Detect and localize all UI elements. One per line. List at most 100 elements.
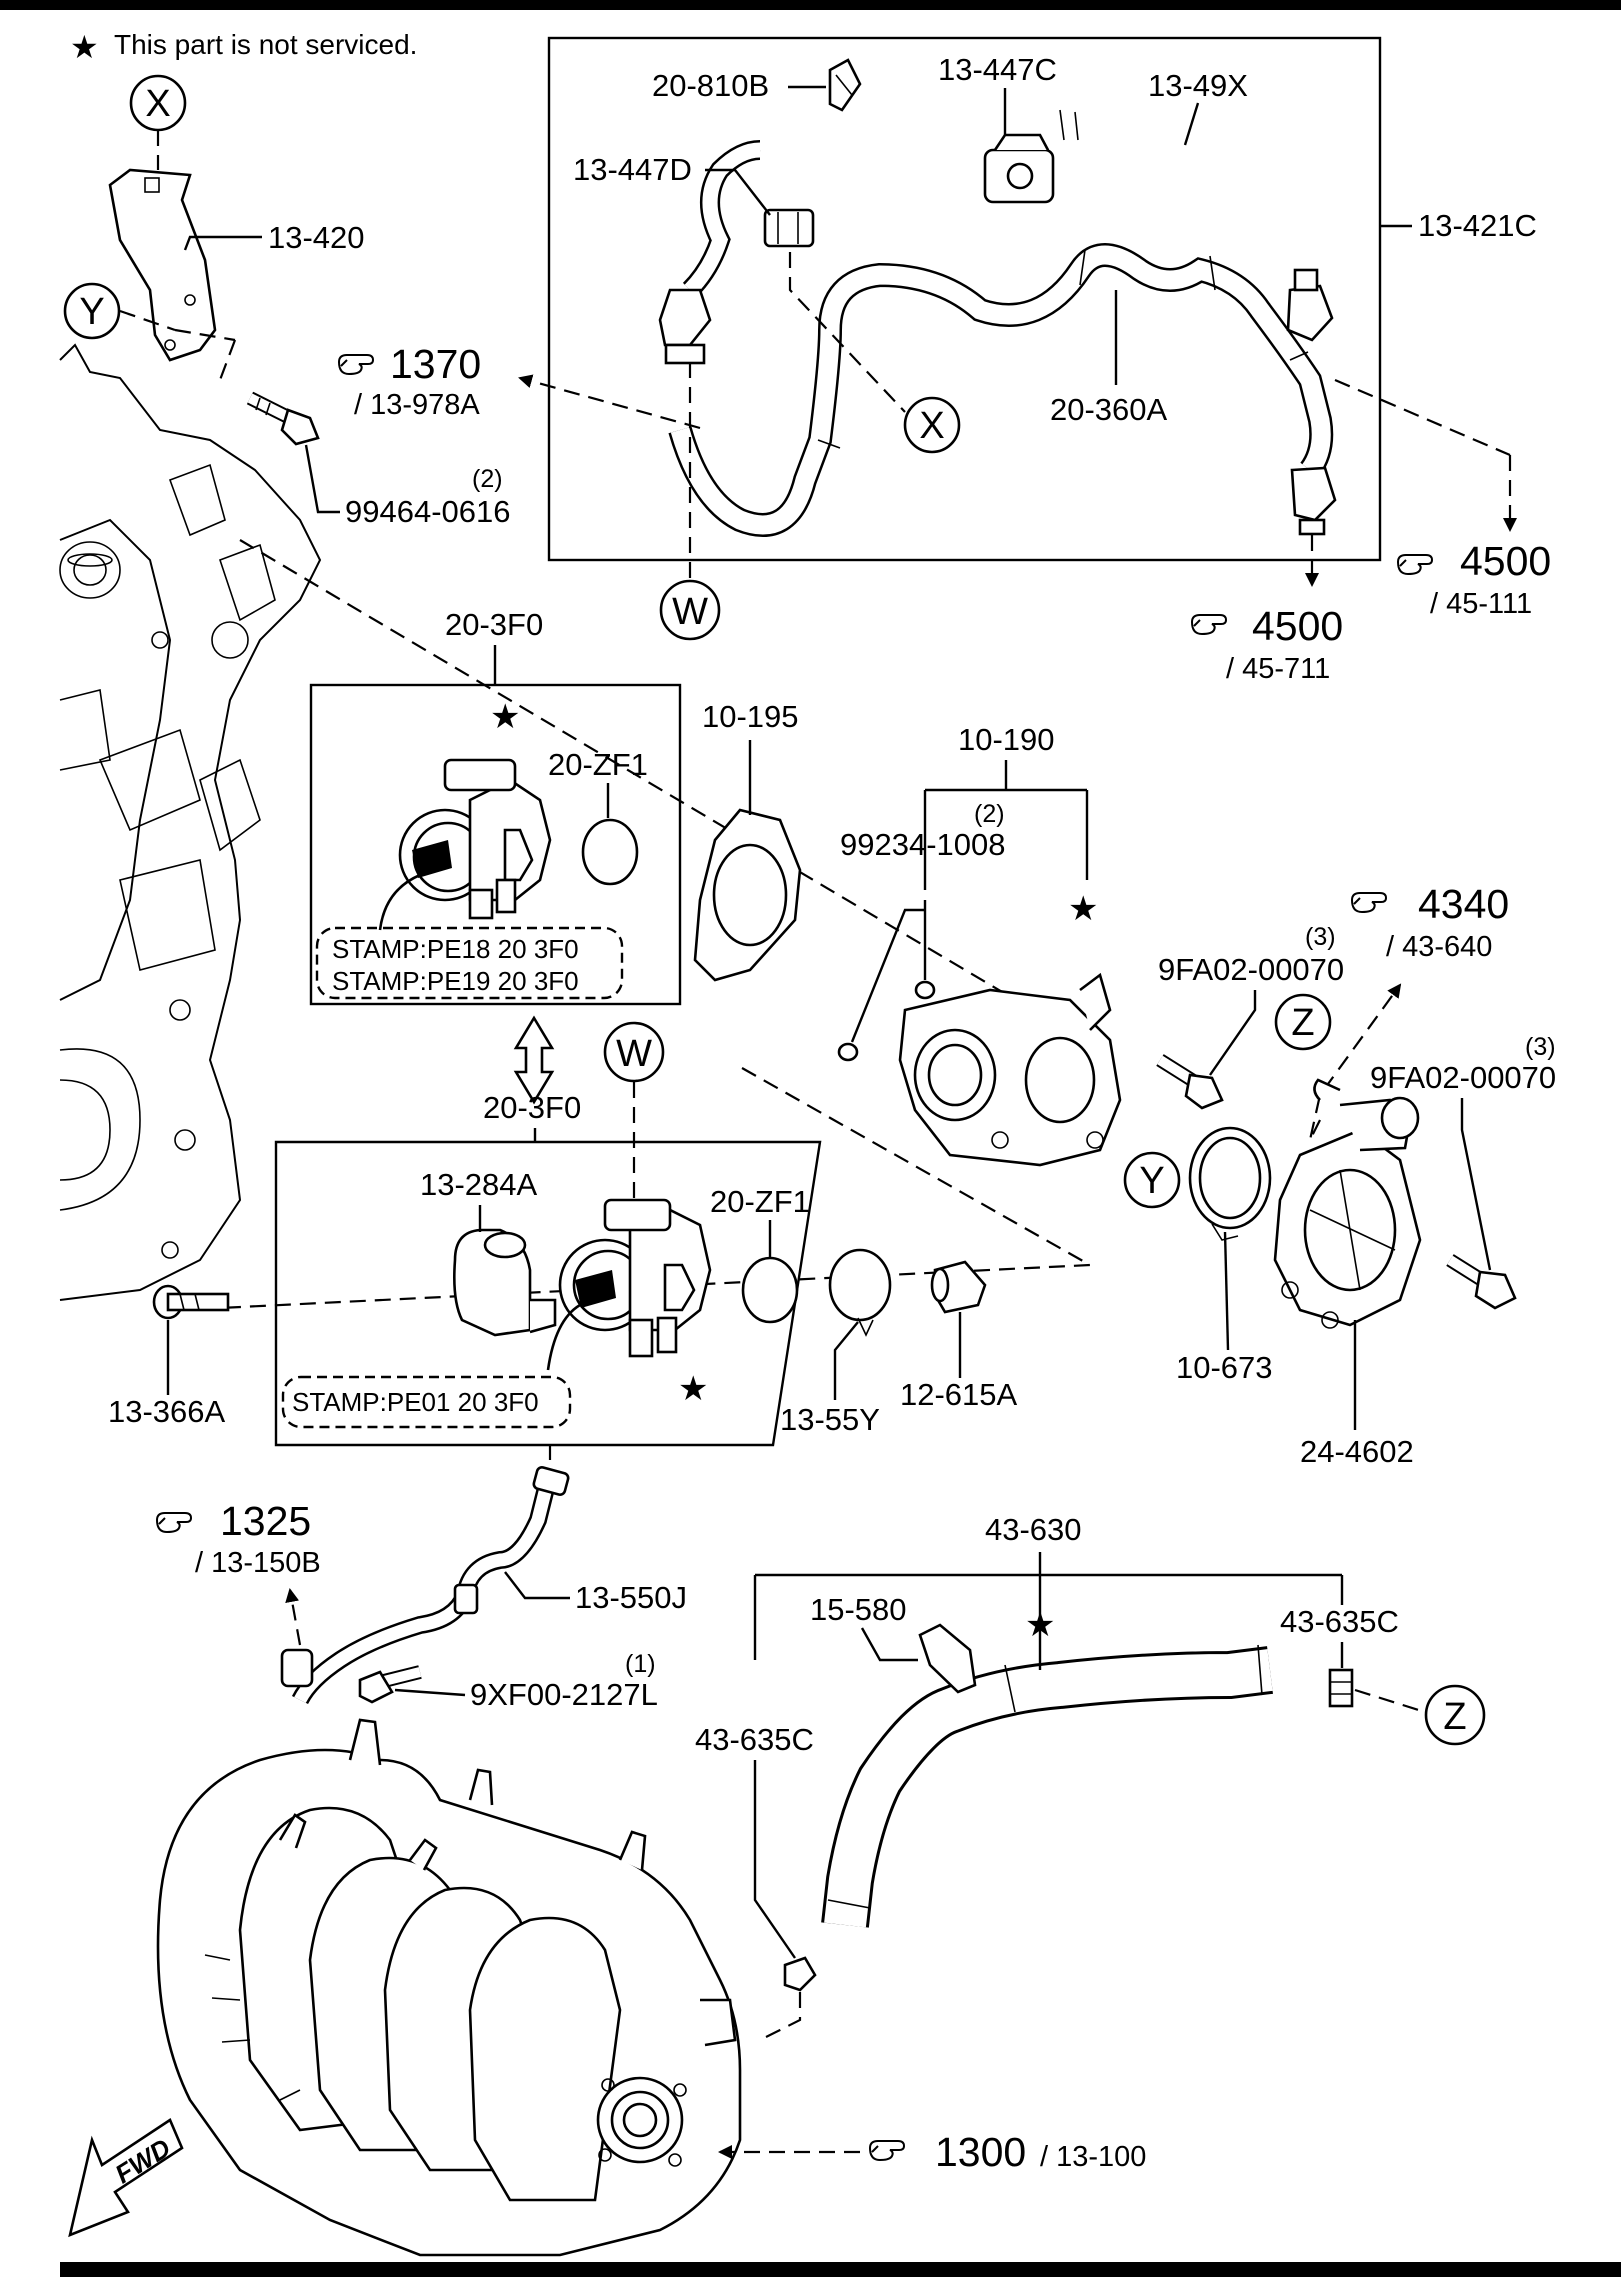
svg-text:9FA02-00070: 9FA02-00070 [1158, 952, 1344, 987]
label-20-3F0-bottom: 20-3F0 [483, 1090, 581, 1142]
star-icon: ★ [490, 698, 520, 736]
label-13-420: 13-420 [183, 220, 365, 255]
label-20-ZF1-top: 20-ZF1 [548, 747, 648, 818]
marker-z-bottom: Z [1354, 1684, 1486, 1746]
svg-text:/ 45-711: / 45-711 [1226, 653, 1330, 685]
bottom-border [60, 2262, 1621, 2277]
label-43-635C-right: 43-635C [1280, 1604, 1399, 1668]
fwd-arrow-icon: FWD [68, 2118, 184, 2238]
svg-text:43-635C: 43-635C [1280, 1604, 1399, 1639]
ref-1370: 1370 / 13-978A [338, 341, 701, 430]
svg-text:Z: Z [1291, 1002, 1314, 1044]
svg-text:20-810B: 20-810B [652, 68, 769, 103]
svg-text:10-673: 10-673 [1176, 1350, 1273, 1385]
label-13-55Y: 13-55Y [780, 1321, 880, 1437]
label-13-447D: 13-447D [573, 152, 771, 216]
ref-4500-b: 4500 / 45-711 [1191, 535, 1343, 685]
label-13-421C: 13-421C [1380, 208, 1537, 243]
not-serviced-note: ★ This part is not serviced. [70, 29, 417, 65]
clip-43-635C-right [1328, 1668, 1354, 1708]
marker-z-mid: Z [1274, 993, 1332, 1051]
hose-end-left [658, 288, 712, 365]
marker-w-top: W [659, 362, 721, 641]
gasket-10-673 [1188, 1126, 1272, 1241]
svg-text:99464-0616: 99464-0616 [345, 494, 511, 529]
note-text: This part is not serviced. [114, 29, 417, 60]
ref-4500-a: 4500 / 45-111 [1334, 378, 1551, 620]
label-15-580: 15-580 [810, 1592, 918, 1662]
check-valve-13-447C [983, 133, 1055, 204]
vacuum-pump-24-4602 [1273, 1078, 1422, 1329]
svg-text:13-447C: 13-447C [938, 52, 1057, 87]
star-icon: ★ [1068, 890, 1098, 928]
bolt-9XF00-2127L [358, 1665, 422, 1704]
top-border [0, 0, 1621, 10]
adapter-10-190 [898, 972, 1122, 1167]
svg-text:13-421C: 13-421C [1418, 208, 1537, 243]
marker-y-top: Y [63, 282, 237, 381]
label-43-630: 43-630 [753, 1512, 1344, 1670]
hose-43-630 [821, 1644, 1273, 1928]
hose-end-right-lower [1290, 466, 1337, 536]
label-99234-1008: (2) 99234-1008 [840, 800, 1006, 862]
svg-text:13-550J: 13-550J [575, 1580, 687, 1615]
throttle-body-top [378, 758, 552, 931]
label-9FA02-a: (3) 9FA02-00070 [1158, 923, 1344, 1076]
svg-text:STAMP:PE18 20 3F0: STAMP:PE18 20 3F0 [332, 934, 579, 964]
label-13-550J: 13-550J [504, 1571, 687, 1615]
svg-text:9FA02-00070: 9FA02-00070 [1370, 1060, 1556, 1095]
pointing-hand-icon [1191, 614, 1227, 635]
svg-text:(2): (2) [974, 800, 1005, 828]
label-24-4602: 24-4602 [1300, 1320, 1414, 1469]
svg-text:43-630: 43-630 [985, 1512, 1082, 1547]
svg-text:20-360A: 20-360A [1050, 392, 1168, 427]
svg-text:(3): (3) [1305, 923, 1336, 951]
svg-text:1325: 1325 [220, 1498, 311, 1544]
svg-text:24-4602: 24-4602 [1300, 1434, 1414, 1469]
svg-text:13-49X: 13-49X [1148, 68, 1248, 103]
svg-text:9XF00-2127L: 9XF00-2127L [470, 1677, 658, 1712]
svg-text:10-190: 10-190 [958, 722, 1055, 757]
svg-text:13-366A: 13-366A [108, 1394, 226, 1429]
svg-text:Z: Z [1443, 1696, 1466, 1738]
svg-text:13-55Y: 13-55Y [780, 1402, 880, 1437]
alignment-line-top [239, 539, 1101, 1051]
vacuum-hose-group-box [547, 36, 1382, 562]
pointing-hand-icon [338, 354, 374, 375]
bolt-99464-0616 [246, 391, 320, 446]
svg-text:W: W [616, 1033, 652, 1075]
star-icon: ★ [678, 1370, 708, 1408]
svg-text:X: X [919, 405, 944, 447]
clip-13-447D [763, 208, 815, 248]
bolt-9FA02-b [1446, 1254, 1517, 1310]
hose-20-360A [668, 243, 1334, 537]
svg-text:(3): (3) [1525, 1033, 1556, 1061]
bolt-9FA02-a [1156, 1054, 1224, 1110]
label-20-ZF1-bottom: 20-ZF1 [710, 1184, 810, 1258]
label-10-195: 10-195 [702, 699, 799, 815]
star-icon: ★ [1025, 1606, 1055, 1644]
svg-text:/ 43-640: / 43-640 [1386, 931, 1492, 963]
hose-13-49X [682, 108, 1319, 303]
label-10-673: 10-673 [1176, 1231, 1273, 1385]
dowel-99234-1008 [837, 900, 936, 1062]
label-13-447C: 13-447C [938, 52, 1057, 135]
svg-text:4500: 4500 [1252, 603, 1343, 649]
fitting-12-615A [930, 1260, 987, 1314]
label-20-810B: 20-810B [652, 68, 826, 103]
svg-text:Y: Y [1139, 1160, 1164, 1202]
svg-text:(2): (2) [472, 465, 503, 493]
marker-w-mid: W [603, 1021, 665, 1210]
svg-text:13-420: 13-420 [268, 220, 365, 255]
clip-15-580 [918, 1623, 977, 1694]
throttle-body-bottom [546, 1198, 712, 1371]
svg-text:1370: 1370 [390, 341, 481, 387]
svg-text:99234-1008: 99234-1008 [840, 827, 1006, 862]
motor-13-284A [453, 1228, 557, 1337]
label-12-615A: 12-615A [900, 1312, 1018, 1412]
ref-1325: 1325 / 13-150B [156, 1498, 321, 1646]
pointing-hand-icon [156, 1512, 192, 1533]
pointing-hand-icon [869, 2140, 905, 2161]
svg-text:1300: 1300 [935, 2129, 1026, 2175]
